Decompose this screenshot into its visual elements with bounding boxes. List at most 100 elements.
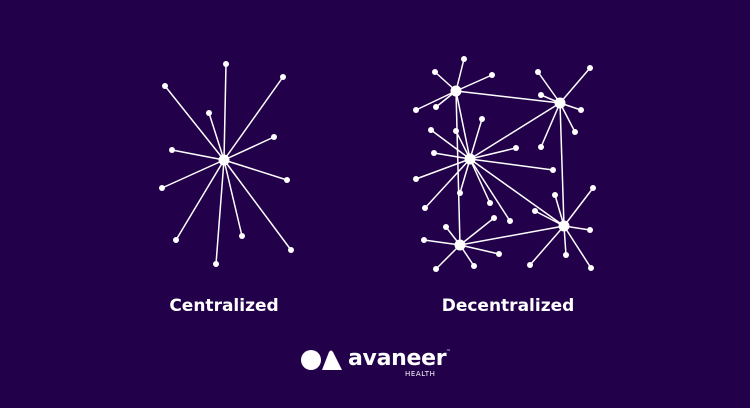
- hub-link-edge: [469, 102, 561, 160]
- centralized-label: Centralized: [169, 296, 279, 316]
- decentralized-leaf-node: [507, 218, 513, 224]
- decentralized-edge: [455, 74, 493, 92]
- decentralized-leaf-node: [487, 200, 493, 206]
- decentralized-leaf-node: [588, 265, 594, 271]
- decentralized-edge: [459, 217, 495, 246]
- decentralized-edge: [415, 90, 457, 111]
- decentralized-leaf-node: [422, 205, 428, 211]
- centralized-edge: [223, 159, 292, 251]
- decentralized-leaf-node: [527, 262, 533, 268]
- decentralized-leaf-node: [572, 129, 578, 135]
- decentralized-leaf-node: [461, 56, 467, 62]
- decentralized-label: Decentralized: [441, 296, 575, 316]
- centralized-edge: [215, 159, 225, 265]
- centralized-edge: [175, 159, 225, 241]
- avaneer-logo-icon: [301, 350, 342, 370]
- hub-link-edge: [559, 102, 565, 227]
- decentralized-leaf-node: [563, 252, 569, 258]
- decentralized-leaf-node: [496, 251, 502, 257]
- decentralized-edge: [423, 239, 461, 246]
- decentralized-leaf-node: [479, 116, 485, 122]
- decentralized-leaf-node: [471, 263, 477, 269]
- centralized-leaf-node: [162, 83, 168, 89]
- decentralized-edge: [537, 71, 561, 104]
- decentralized-edge: [459, 158, 471, 194]
- decentralized-leaf-node: [421, 237, 427, 243]
- decentralized-leaf-node: [433, 104, 439, 110]
- centralized-leaf-node: [239, 233, 245, 239]
- decentralized-leaf-node: [538, 144, 544, 150]
- decentralized-edge: [435, 244, 461, 270]
- decentralized-hub-node: [558, 220, 570, 232]
- decentralized-edge: [430, 129, 471, 160]
- centralized-leaf-node: [288, 247, 294, 253]
- decentralized-leaf-node: [432, 69, 438, 75]
- centralized-edge: [223, 136, 275, 161]
- centralized-edge: [223, 63, 227, 161]
- decentralized-leaf-node: [413, 176, 419, 182]
- decentralized-leaf-node: [552, 192, 558, 198]
- decentralized-hub-node: [454, 239, 466, 251]
- decentralized-leaf-node: [535, 69, 541, 75]
- centralized-edge: [223, 159, 243, 237]
- brand-subtitle: HEALTH: [405, 370, 436, 378]
- hub-link-edge: [459, 225, 565, 246]
- decentralized-edge: [540, 102, 561, 148]
- centralized-edge: [171, 149, 225, 161]
- hub-link-edge: [455, 90, 461, 246]
- decentralized-leaf-node: [431, 150, 437, 156]
- centralized-leaf-node: [271, 134, 277, 140]
- hub-link-edge: [469, 158, 565, 227]
- decentralized-leaf-node: [587, 65, 593, 71]
- centralized-leaf-node: [213, 261, 219, 267]
- decentralized-edge: [469, 158, 511, 222]
- decentralized-leaf-node: [590, 185, 596, 191]
- decentralized-leaf-node: [550, 167, 556, 173]
- decentralized-edge: [459, 244, 500, 255]
- centralized-edge: [161, 159, 225, 189]
- centralized-edge: [208, 112, 225, 161]
- centralized-edge: [164, 85, 225, 161]
- avaneer-health-logo: avaneer ™ HEALTH: [300, 346, 460, 382]
- decentralized-hub-node: [464, 153, 476, 165]
- decentralized-leaf-node: [428, 127, 434, 133]
- centralized-edge: [223, 76, 284, 161]
- centralized-leaf-node: [159, 185, 165, 191]
- decentralized-leaf-node: [587, 227, 593, 233]
- centralized-leaf-node: [280, 74, 286, 80]
- decentralized-leaf-node: [453, 128, 459, 134]
- decentralized-leaf-node: [457, 190, 463, 196]
- decentralized-hub-node: [554, 97, 566, 109]
- decentralized-edge: [563, 225, 592, 269]
- decentralized-leaf-node: [578, 107, 584, 113]
- decentralized-leaf-node: [489, 72, 495, 78]
- brand-name: avaneer: [348, 346, 447, 371]
- decentralized-edge: [415, 158, 471, 180]
- decentralized-leaf-node: [538, 92, 544, 98]
- decentralized-leaf-node: [413, 107, 419, 113]
- decentralized-edge: [563, 187, 594, 227]
- decentralized-hub-node: [450, 85, 462, 97]
- decentralized-leaf-node: [433, 266, 439, 272]
- decentralized-edge: [469, 158, 491, 204]
- decentralized-edge: [469, 158, 554, 171]
- decentralized-edge: [559, 67, 591, 104]
- centralized-leaf-node: [223, 61, 229, 67]
- decentralized-edge: [469, 118, 483, 160]
- trademark-mark: ™: [446, 349, 451, 355]
- centralized-leaf-node: [169, 147, 175, 153]
- hub-link-edge: [455, 90, 471, 160]
- decentralized-leaf-node: [491, 215, 497, 221]
- decentralized-edge: [529, 225, 565, 266]
- decentralized-edge: [469, 147, 517, 160]
- decentralized-leaf-node: [532, 208, 538, 214]
- centralized-leaf-node: [284, 177, 290, 183]
- decentralized-leaf-node: [443, 224, 449, 230]
- centralized-leaf-node: [206, 110, 212, 116]
- centralized-edge: [223, 159, 288, 181]
- centralized-hub-node: [218, 154, 230, 166]
- decentralized-leaf-node: [513, 145, 519, 151]
- decentralized-edge: [424, 158, 471, 209]
